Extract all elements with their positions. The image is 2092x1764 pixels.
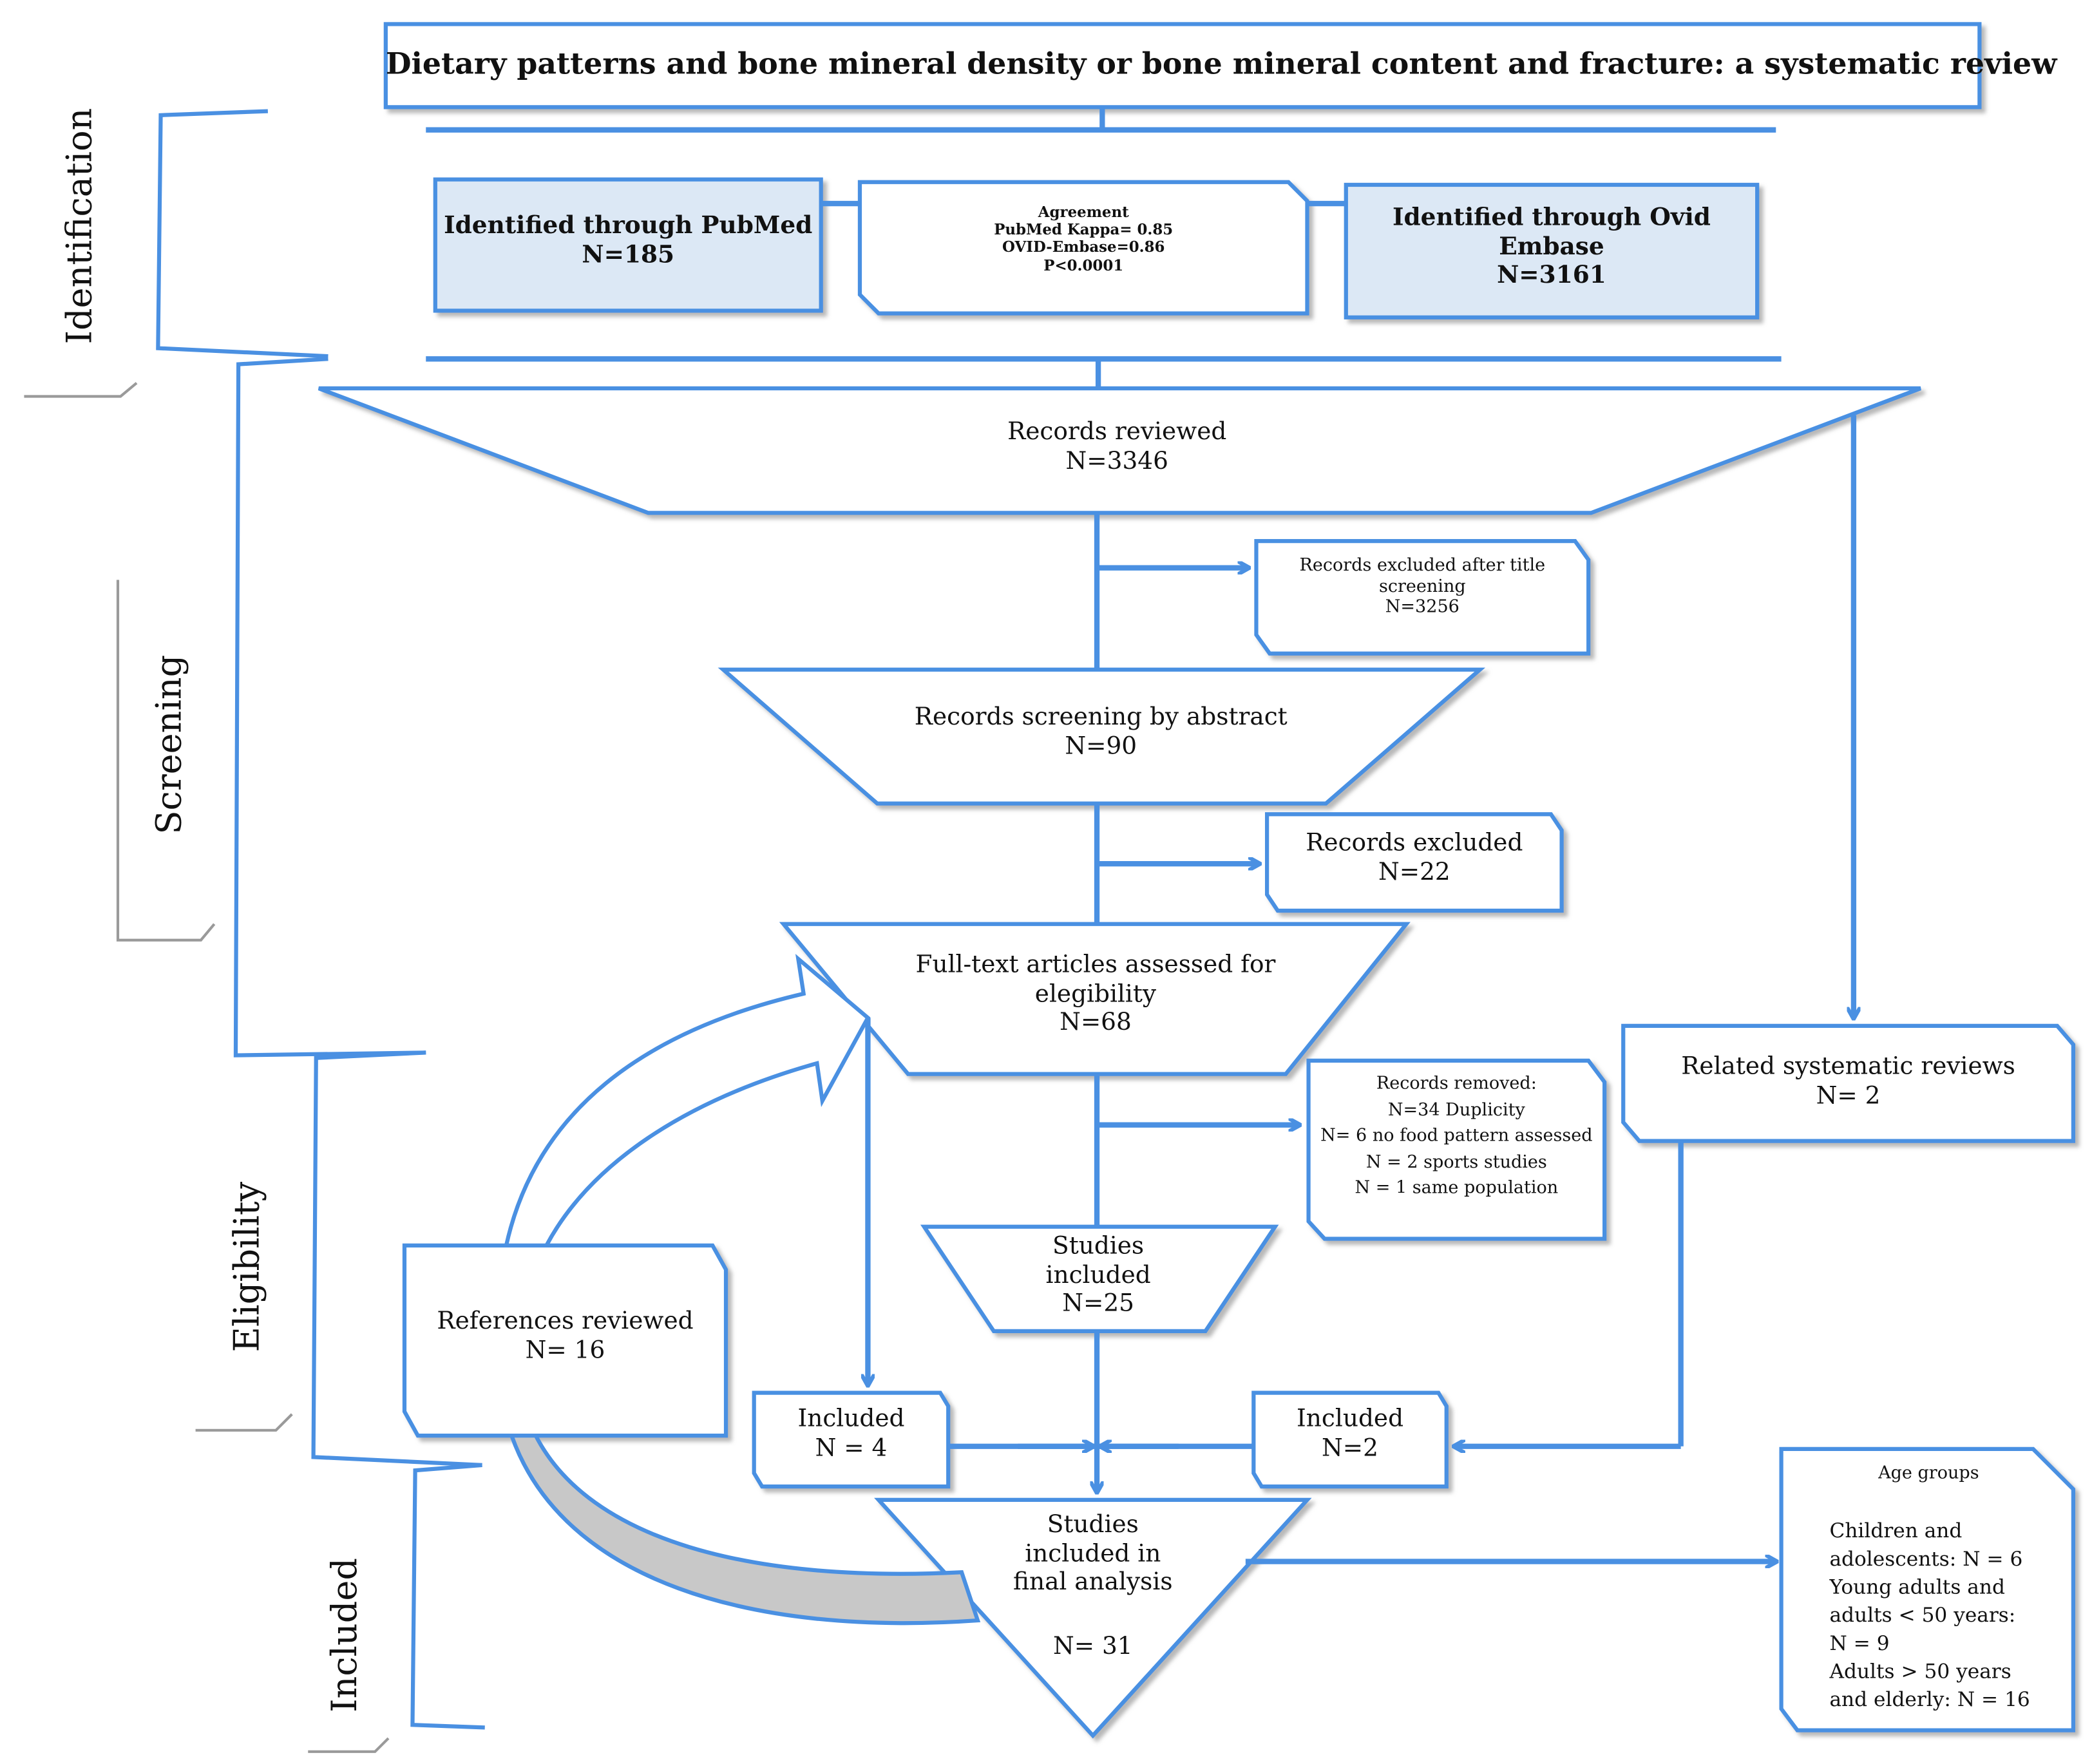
references-text: References reviewed N= 16 (404, 1307, 726, 1365)
age-line5: adults < 50 years: (1829, 1603, 2016, 1627)
agreement-line1: Agreement (1038, 204, 1129, 222)
final-shape (874, 1497, 1312, 1739)
fulltext-line1: Full-text articles assessed for (915, 951, 1276, 980)
excluded-title-line2: screening (1378, 576, 1466, 597)
pubmed-line1: Identified through PubMed (444, 211, 813, 240)
excluded-line2: N=22 (1378, 858, 1450, 886)
agreement-line2: PubMed Kappa= 0.85 (994, 221, 1174, 239)
fulltext-line2: elegibility (1034, 980, 1157, 1008)
curved-arrow-grey (508, 1433, 981, 1626)
fulltext-line3: N=68 (1060, 1009, 1132, 1037)
screening-label: Screening (149, 654, 191, 835)
included-bracket (410, 1463, 485, 1730)
title-box (383, 22, 1982, 109)
included4-line2: N = 4 (815, 1434, 888, 1462)
included-stage-box (308, 1737, 390, 1753)
records-reviewed-line1: Records reviewed (1007, 417, 1227, 446)
excluded-text: Records excluded N=22 (1267, 829, 1561, 887)
ovid-line2: Embase (1499, 232, 1604, 261)
studies-included-line3: N=25 (1062, 1289, 1134, 1318)
identification-label: Identification (60, 108, 100, 345)
included4-text: Included N = 4 (754, 1405, 949, 1463)
removed-line2: N=34 Duplicity (1387, 1100, 1525, 1121)
included2-box (1251, 1390, 1449, 1489)
references-box (402, 1243, 728, 1438)
included4-box (752, 1390, 951, 1489)
excluded-title-box (1254, 538, 1591, 656)
abstract-shape (718, 667, 1486, 806)
related-text: Related systematic reviews N= 2 (1623, 1052, 2073, 1110)
included-label: Included (325, 1558, 366, 1712)
final-text: Studies included in final analysis N= 31 (959, 1511, 1227, 1662)
ovid-text: Identified through Ovid Embase N=3161 (1346, 204, 1757, 290)
studies-included-text: Studies included N=25 (964, 1232, 1232, 1319)
abstract-line1: Records screening by abstract (914, 703, 1288, 732)
excluded-title-line3: N=3256 (1385, 597, 1460, 618)
removed-box (1306, 1058, 1607, 1241)
related-box (1621, 1023, 2076, 1143)
related-line2: N= 2 (1816, 1081, 1881, 1110)
studies-included-line1: Studies (1052, 1232, 1145, 1260)
final-line4: N= 31 (1052, 1632, 1133, 1661)
references-line2: N= 16 (525, 1336, 605, 1365)
included4-line1: Included (797, 1405, 905, 1433)
fulltext-text: Full-text articles assessed for elegibil… (868, 951, 1323, 1038)
excluded-box (1264, 812, 1564, 913)
page-title: Dietary patterns and bone mineral densit… (385, 46, 2057, 82)
eligibility-bracket (311, 1050, 482, 1467)
agreement-text: Agreement PubMed Kappa= 0.85 OVID-Embase… (860, 204, 1308, 274)
eligibility-stage-box (195, 1413, 293, 1432)
agreement-line4: P<0.0001 (1043, 256, 1124, 274)
age-line8: and elderly: N = 16 (1829, 1687, 2030, 1712)
final-line3: final analysis (1013, 1568, 1173, 1597)
records-reviewed-line2: N=3346 (1065, 446, 1168, 475)
agreement-box (857, 180, 1309, 316)
excluded-title-line1: Records excluded after title (1299, 555, 1546, 576)
screening-bracket (233, 357, 426, 1057)
age-line6: N = 9 (1829, 1631, 1890, 1656)
studies-included-shape (920, 1224, 1279, 1334)
removed-line3: N= 6 no food pattern assessed (1320, 1126, 1593, 1146)
age-line2: Children and (1829, 1519, 1963, 1543)
references-line1: References reviewed (437, 1307, 694, 1336)
screening-stage-box (116, 580, 216, 942)
ovid-line3: N=3161 (1497, 261, 1606, 290)
age-line4: Young adults and (1829, 1575, 2005, 1599)
pubmed-text: Identified through PubMed N=185 (435, 212, 821, 270)
final-line1: Studies (1047, 1510, 1139, 1539)
curved-arrow-up (504, 954, 871, 1247)
removed-line4: N = 2 sports studies (1365, 1152, 1547, 1173)
final-line2: included in (1025, 1539, 1161, 1568)
records-reviewed-text: Records reviewed N=3346 (916, 418, 1318, 476)
ovid-line1: Identified through Ovid (1392, 204, 1711, 232)
excluded-line1: Records excluded (1306, 829, 1523, 857)
removed-line5: N = 1 same population (1355, 1178, 1559, 1199)
age-line3: adolescents: N = 6 (1829, 1546, 2023, 1571)
excluded-title-text: Records excluded after title screening N… (1256, 556, 1588, 618)
included2-line2: N=2 (1322, 1434, 1378, 1462)
age-title-text: Age groups (1878, 1463, 1979, 1484)
removed-line1: Records removed: (1376, 1074, 1537, 1094)
included2-line1: Included (1297, 1405, 1404, 1433)
age-line7: Adults > 50 years (1829, 1659, 2011, 1683)
identification-bracket (156, 109, 328, 359)
ovid-box (1344, 182, 1760, 319)
agreement-line3: OVID-Embase=0.86 (1002, 238, 1165, 256)
pubmed-box (433, 177, 823, 313)
age-text: Children and adolescents: N = 6 Young ad… (1829, 1517, 2070, 1714)
included2-text: Included N=2 (1253, 1405, 1446, 1463)
records-reviewed-shape (318, 386, 1921, 515)
identification-stage-box (24, 382, 138, 398)
removed-text: Records removed: N=34 Duplicity N= 6 no … (1309, 1072, 1605, 1202)
age-box (1779, 1446, 2076, 1732)
pubmed-line2: N=185 (582, 240, 675, 269)
abstract-line2: N=90 (1065, 732, 1137, 761)
eligibility-label: Eligibility (227, 1181, 268, 1352)
related-line1: Related systematic reviews (1681, 1052, 2015, 1081)
abstract-text: Records screening by abstract N=90 (833, 703, 1369, 761)
studies-included-line2: included (1045, 1260, 1151, 1289)
